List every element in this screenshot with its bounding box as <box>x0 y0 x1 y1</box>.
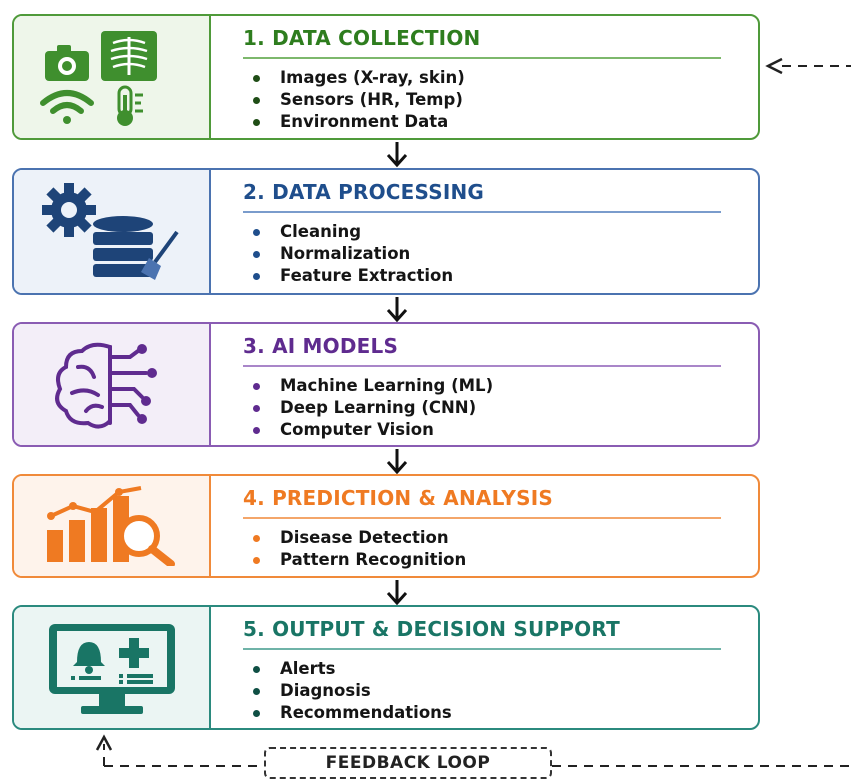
data-collection-icon-cell <box>14 16 211 138</box>
prediction-analysis-icon-cell <box>14 476 211 576</box>
stage-title: 5. OUTPUT & DECISION SUPPORT <box>243 617 721 650</box>
stage-title: 3. AI MODELS <box>243 334 721 367</box>
bullet-icon <box>253 228 260 236</box>
brain-circuit-icon <box>54 342 157 428</box>
bullet-icon <box>253 404 260 412</box>
gear-database-broom-icon <box>41 182 179 280</box>
bar-chart-magnifier-icon <box>46 486 175 566</box>
monitor-alert-medical-icon <box>48 623 175 714</box>
list-item: Cleaning <box>243 221 734 243</box>
bullet-icon <box>253 556 260 564</box>
stage-title: 2. DATA PROCESSING <box>243 180 721 213</box>
list-item: Environment Data <box>243 111 734 133</box>
stage-data-processing: 2. DATA PROCESSING Cleaning Normalizatio… <box>12 168 760 295</box>
bullet-icon <box>253 665 260 673</box>
down-arrow-icon <box>386 449 408 475</box>
list-item: Recommendations <box>243 702 734 724</box>
ai-models-icon-cell <box>14 324 211 445</box>
list-item: Alerts <box>243 658 734 680</box>
down-arrow-icon <box>386 297 408 323</box>
bullet-icon <box>253 272 260 280</box>
list-item: Machine Learning (ML) <box>243 375 734 397</box>
list-item: Diagnosis <box>243 680 734 702</box>
list-item: Normalization <box>243 243 734 265</box>
bullet-icon <box>253 250 260 258</box>
feedback-loop-label: FEEDBACK LOOP <box>325 753 491 773</box>
data-processing-icon-cell <box>14 170 211 293</box>
list-item: Images (X-ray, skin) <box>243 67 734 89</box>
camera-xray-wifi-thermometer-icon <box>39 31 157 126</box>
stage-data-collection: 1. DATA COLLECTION Images (X-ray, skin) … <box>12 14 760 140</box>
bullet-icon <box>253 118 260 126</box>
down-arrow-icon <box>386 580 408 606</box>
stage-ai-models: 3. AI MODELS Machine Learning (ML) Deep … <box>12 322 760 447</box>
list-item: Computer Vision <box>243 419 734 441</box>
bullet-icon <box>253 687 260 695</box>
bullet-icon <box>253 426 260 434</box>
bullet-icon <box>253 74 260 82</box>
list-item: Disease Detection <box>243 527 734 549</box>
output-icon-cell <box>14 607 211 728</box>
bullet-icon <box>253 534 260 542</box>
list-item: Feature Extraction <box>243 265 734 287</box>
list-item: Sensors (HR, Temp) <box>243 89 734 111</box>
list-item: Pattern Recognition <box>243 549 734 571</box>
down-arrow-icon <box>386 142 408 168</box>
stage-title: 4. PREDICTION & ANALYSIS <box>243 486 721 519</box>
feedback-loop-label-box: FEEDBACK LOOP <box>264 747 552 779</box>
stage-title: 1. DATA COLLECTION <box>243 26 721 59</box>
list-item: Deep Learning (CNN) <box>243 397 734 419</box>
bullet-icon <box>253 382 260 390</box>
stage-prediction-analysis: 4. PREDICTION & ANALYSIS Disease Detecti… <box>12 474 760 578</box>
bullet-icon <box>253 709 260 717</box>
bullet-icon <box>253 96 260 104</box>
stage-output-decision-support: 5. OUTPUT & DECISION SUPPORT Alerts Diag… <box>12 605 760 730</box>
